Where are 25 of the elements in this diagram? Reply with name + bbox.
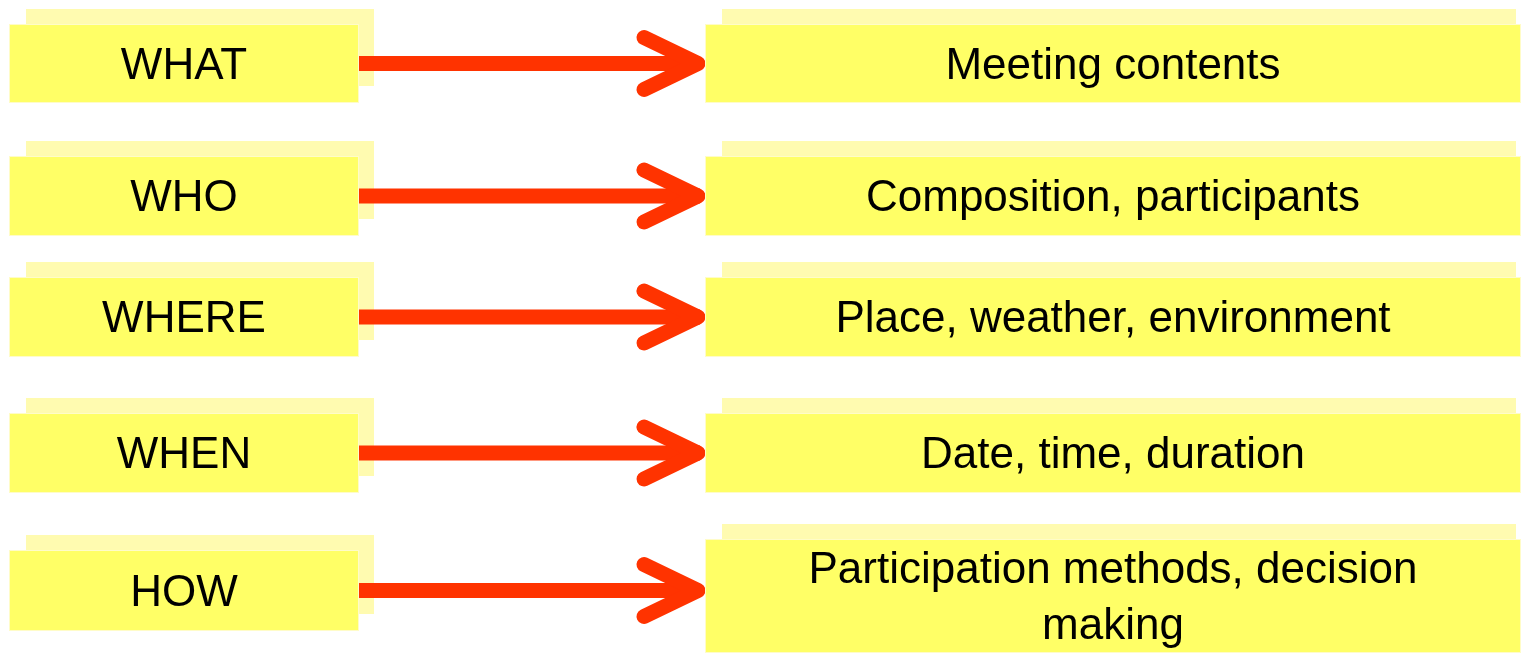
box-text: WHERE bbox=[102, 291, 266, 343]
box-text: WHAT bbox=[120, 37, 248, 90]
label-box bbox=[706, 157, 1520, 235]
label-box bbox=[10, 278, 358, 356]
box-text: Participation methods, decision making bbox=[807, 542, 1419, 650]
box-text: Place, weather, environment bbox=[835, 291, 1391, 343]
label-box bbox=[10, 157, 358, 235]
box-text: Composition, participants bbox=[866, 170, 1360, 222]
label-box bbox=[706, 278, 1520, 356]
label-box bbox=[10, 551, 358, 630]
label-box bbox=[706, 414, 1520, 492]
arrow bbox=[358, 30, 706, 97]
box-text: WHO bbox=[130, 170, 238, 222]
box-text: Meeting contents bbox=[945, 37, 1281, 90]
arrow bbox=[358, 283, 706, 351]
arrow bbox=[358, 419, 706, 487]
box-text: Date, time, duration bbox=[921, 427, 1305, 479]
box-text: WHEN bbox=[116, 427, 252, 479]
label-box bbox=[10, 414, 358, 492]
box-text: HOW bbox=[130, 564, 238, 617]
label-box bbox=[10, 25, 358, 102]
label-box bbox=[706, 540, 1520, 652]
arrow bbox=[358, 162, 706, 230]
label-box bbox=[706, 25, 1520, 102]
arrow bbox=[358, 557, 706, 624]
